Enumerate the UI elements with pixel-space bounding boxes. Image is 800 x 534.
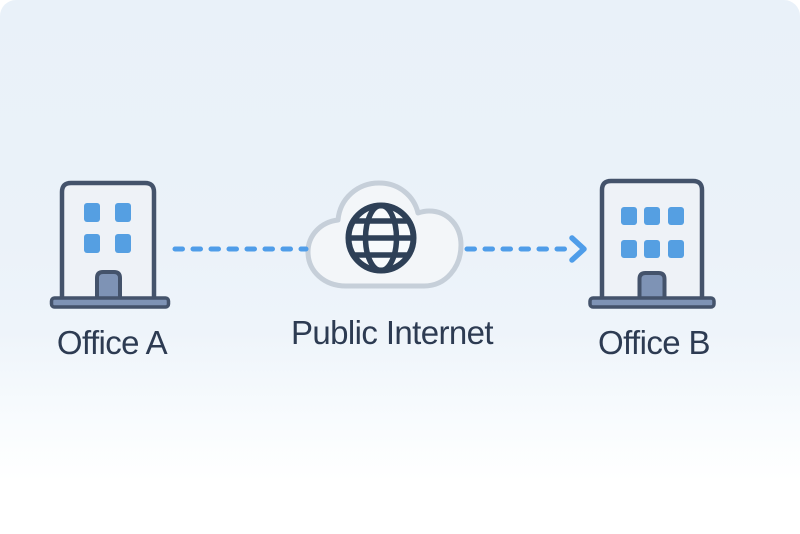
window <box>644 207 660 225</box>
window <box>668 240 684 258</box>
office-a-label: Office A <box>56 324 168 361</box>
window <box>84 203 100 222</box>
building-icon <box>588 178 716 309</box>
window <box>115 234 131 253</box>
window <box>115 203 131 222</box>
cloud-globe-icon <box>305 180 464 289</box>
door-icon <box>95 270 122 304</box>
window <box>621 207 637 225</box>
office-a-building <box>49 180 171 309</box>
window <box>84 234 100 253</box>
building-base <box>49 296 171 309</box>
office-b-label: Office B <box>598 324 711 361</box>
arrowhead-icon <box>569 235 587 263</box>
globe-icon <box>345 202 417 274</box>
window <box>644 240 660 258</box>
window <box>621 240 637 258</box>
office-b-building <box>588 178 716 309</box>
building-base <box>588 296 716 309</box>
building-windows <box>621 207 684 258</box>
public-internet-label: Public Internet <box>291 314 494 351</box>
window <box>668 207 684 225</box>
building-windows <box>84 203 131 253</box>
building-icon <box>49 180 171 309</box>
door-icon <box>637 271 667 304</box>
